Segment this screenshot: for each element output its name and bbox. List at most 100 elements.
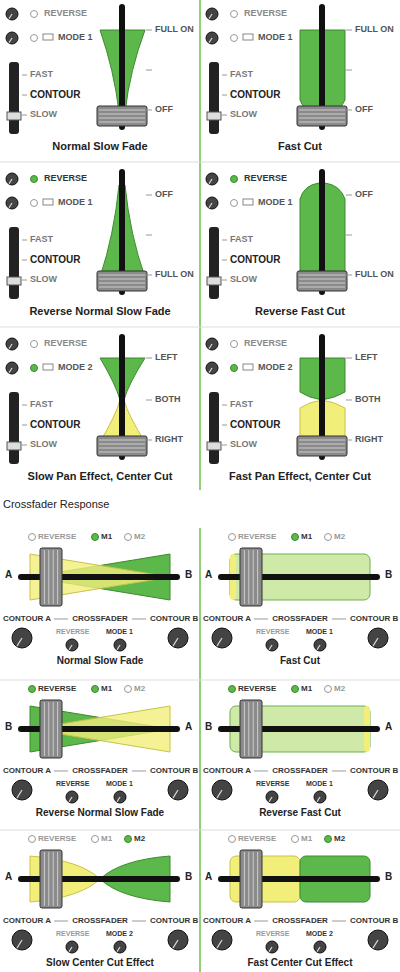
cap-grip xyxy=(257,702,258,756)
switch-label: REVERSE xyxy=(244,173,287,183)
cap-grip xyxy=(248,550,249,604)
contour-label: CONTOUR xyxy=(230,254,280,266)
led xyxy=(31,365,38,372)
led-label: M2 xyxy=(334,834,345,843)
position-label: LEFT xyxy=(155,352,178,362)
led-label: M1 xyxy=(101,684,112,693)
control-label: CONTOUR B xyxy=(350,614,398,623)
control-label: CROSSFADER xyxy=(70,766,130,775)
cap-grip xyxy=(99,444,145,445)
contour-label: SLOW xyxy=(230,439,257,449)
knob-pointer xyxy=(209,38,212,43)
panel-title: Fast Cut xyxy=(200,140,400,153)
tick xyxy=(146,70,152,71)
cap-grip xyxy=(244,702,245,756)
contour-cap xyxy=(207,112,221,120)
knob-pointer xyxy=(173,790,178,798)
switch-label: REVERSE xyxy=(56,930,89,938)
panel-title: Reverse Normal Slow Fade xyxy=(0,305,200,318)
switch-label: MODE 1 xyxy=(58,197,93,207)
led xyxy=(31,176,38,183)
tick xyxy=(346,275,352,276)
led-label: REVERSE xyxy=(38,684,76,693)
control-label: CONTOUR B xyxy=(150,614,198,623)
cap-grip xyxy=(57,852,58,906)
knob-pointer xyxy=(117,797,120,802)
led xyxy=(31,341,38,348)
toggle-icon xyxy=(43,364,53,370)
contour-label: CONTOUR xyxy=(30,419,80,431)
knob-pointer xyxy=(17,638,22,646)
contour-label: FAST xyxy=(30,234,53,244)
position-label: FULL ON xyxy=(355,269,394,279)
cap-grip xyxy=(253,852,254,906)
cap-grip xyxy=(299,110,345,111)
fader-cap xyxy=(297,271,347,291)
knob xyxy=(12,930,32,950)
position-label: OFF xyxy=(155,189,173,199)
led-label: REVERSE xyxy=(38,834,76,843)
knob xyxy=(6,173,18,185)
knob xyxy=(266,639,278,651)
channel-label: B xyxy=(205,721,212,733)
fader-cap xyxy=(97,436,147,456)
led-label: M2 xyxy=(334,532,345,541)
switch-label: REVERSE xyxy=(44,338,87,348)
cap-grip xyxy=(248,702,249,756)
knob xyxy=(114,639,126,651)
contour-cap xyxy=(207,442,221,450)
rule xyxy=(254,619,268,620)
control-label: CROSSFADER xyxy=(270,916,330,925)
position-label: OFF xyxy=(355,189,373,199)
rule xyxy=(332,921,346,922)
contour-cap xyxy=(7,277,21,285)
position-label: LEFT xyxy=(355,352,378,362)
knob-pointer xyxy=(373,790,378,798)
led xyxy=(29,534,36,541)
led-label: M2 xyxy=(334,684,345,693)
led xyxy=(325,686,332,693)
led-label: REVERSE xyxy=(238,532,276,541)
divider xyxy=(0,162,400,163)
cap-grip xyxy=(53,702,54,756)
tick xyxy=(22,260,27,261)
led xyxy=(325,534,332,541)
section-heading: Crossfader Response xyxy=(3,498,109,511)
contour-label: SLOW xyxy=(30,109,57,119)
knob-pointer xyxy=(317,645,320,650)
led xyxy=(31,11,38,18)
knob-pointer xyxy=(9,38,12,43)
rule xyxy=(132,619,146,620)
fader-cap xyxy=(97,271,147,291)
knob xyxy=(266,941,278,953)
knob xyxy=(368,930,388,950)
toggle-icon xyxy=(243,34,253,40)
cap-grip xyxy=(99,448,145,449)
fader-cap xyxy=(97,106,147,126)
fader-cap xyxy=(240,850,262,908)
position-label: RIGHT xyxy=(155,434,183,444)
led xyxy=(31,35,38,42)
led xyxy=(231,176,238,183)
knob xyxy=(206,32,218,44)
switch-label: REVERSE xyxy=(244,338,287,348)
fader-cap xyxy=(240,548,262,606)
led xyxy=(292,534,299,541)
tick xyxy=(222,75,227,76)
contour-label: SLOW xyxy=(230,274,257,284)
contour-slot xyxy=(9,392,19,464)
knob xyxy=(6,8,18,20)
switch-label: REVERSE xyxy=(256,780,289,788)
switch-label: MODE 1 xyxy=(106,628,133,636)
led xyxy=(92,836,99,843)
switch-label: REVERSE xyxy=(56,628,89,636)
knob xyxy=(168,780,188,800)
knob xyxy=(168,930,188,950)
channel-label: B xyxy=(5,721,12,733)
knob xyxy=(206,362,218,374)
cap-grip xyxy=(253,550,254,604)
knob xyxy=(206,197,218,209)
cap-grip xyxy=(299,122,345,123)
cap-grip xyxy=(48,550,49,604)
knob-pointer xyxy=(69,797,72,802)
